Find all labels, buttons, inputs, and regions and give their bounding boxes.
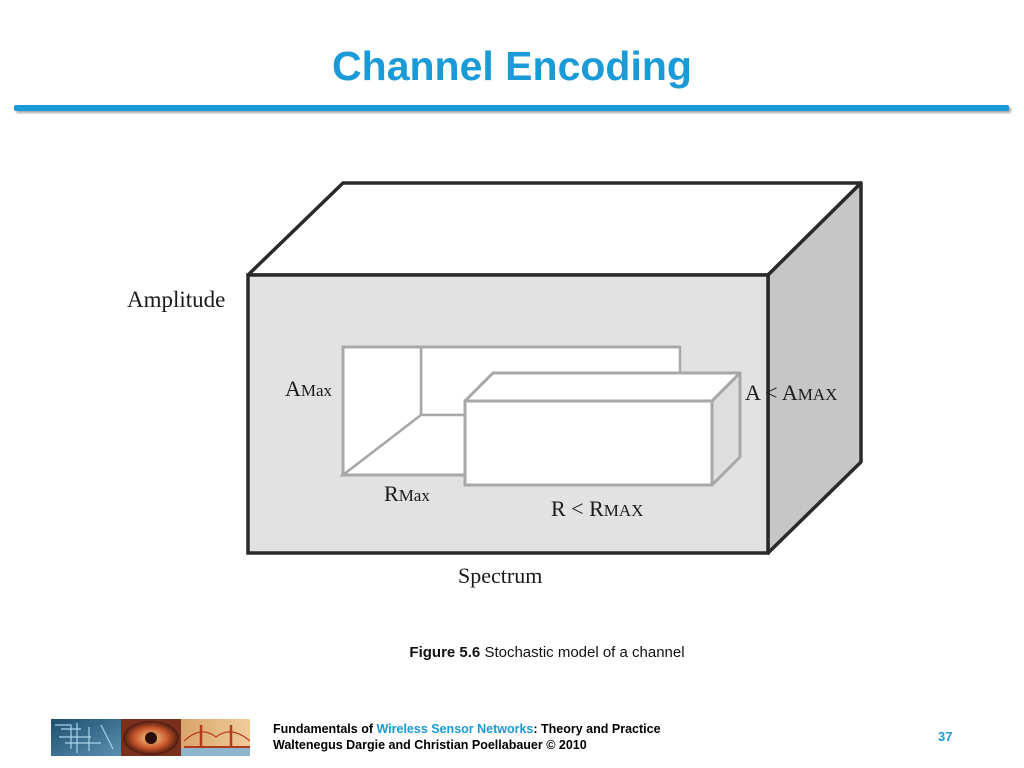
slide-title: Channel Encoding [332,43,692,89]
footer-credits: Fundamentals of Wireless Sensor Networks… [273,721,661,753]
page-number: 37 [938,729,953,744]
inner-constrained-box [463,371,742,487]
footer-line-1: Fundamentals of Wireless Sensor Networks… [273,721,661,737]
outer-box-top-face [246,181,863,277]
footer-line-2: Waltenegus Dargie and Christian Poellaba… [273,738,587,752]
a-less-than-amax-label: A < AMAX [745,380,837,405]
footer-banner-image [51,719,250,756]
figure-caption-text: Stochastic model of a channel [484,644,685,661]
amplitude-label: Amplitude [127,287,225,312]
figure-caption-label: Figure 5.6 [409,644,481,661]
figure-caption: Figure 5.6 Stochastic model of a channel [0,644,1024,661]
r-less-than-rmax-label: R < RMAX [551,496,643,521]
footer-prefix: Fundamentals of [273,722,377,736]
footer-book-accent: Wireless Sensor Networks [376,722,534,736]
inner-constrained-box-top [463,371,742,403]
footer-suffix: : Theory and Practice [533,722,661,736]
inner-constrained-box-front [463,399,714,487]
inner-max-box-outline [341,345,680,475]
spectrum-label: Spectrum [458,563,542,588]
r-max-label: RMax [384,481,430,506]
title-underline [14,105,1009,111]
a-max-label: AMax [285,376,333,401]
